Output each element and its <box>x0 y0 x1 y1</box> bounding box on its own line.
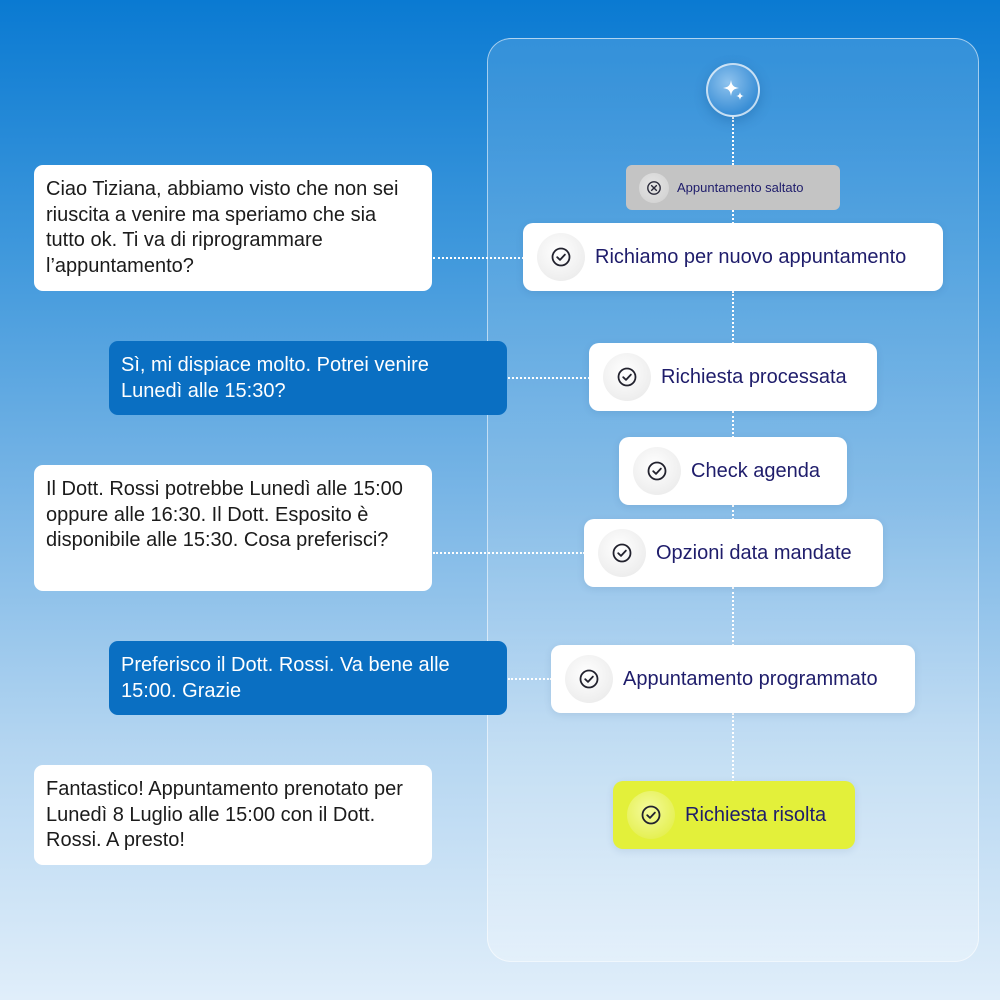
user-message-1: Sì, mi dispiace molto. Potrei venire Lun… <box>109 341 507 415</box>
check-circle-icon <box>627 791 675 839</box>
agent-message-2: Il Dott. Rossi potrebbe Lunedì alle 15:0… <box>34 465 432 591</box>
agent-message-3: Fantastico! Appuntamento prenotato per L… <box>34 765 432 865</box>
connector <box>732 505 734 520</box>
check-circle-icon <box>603 353 651 401</box>
check-circle-icon <box>633 447 681 495</box>
step-appuntamento-saltato: Appuntamento saltato <box>626 165 840 210</box>
step-check-agenda: Check agenda <box>619 437 847 505</box>
check-circle-icon <box>537 233 585 281</box>
step-richiesta-risolta: Richiesta risolta <box>613 781 855 849</box>
agent-message-1: Ciao Tiziana, abbiamo visto che non sei … <box>34 165 432 291</box>
connector <box>508 678 552 680</box>
connector <box>732 291 734 344</box>
check-circle-icon <box>598 529 646 577</box>
step-label: Appuntamento saltato <box>677 180 804 195</box>
step-label: Richiesta processata <box>661 365 847 388</box>
user-message-2: Preferisco il Dott. Rossi. Va bene alle … <box>109 641 507 715</box>
step-opzioni-data: Opzioni data mandate <box>584 519 883 587</box>
connector <box>732 411 734 438</box>
connector <box>732 117 734 165</box>
step-label: Appuntamento programmato <box>623 667 878 690</box>
connector <box>433 552 585 554</box>
step-label: Check agenda <box>691 459 820 482</box>
connector <box>732 210 734 224</box>
step-richiamo: Richiamo per nuovo appuntamento <box>523 223 943 291</box>
connector <box>732 587 734 646</box>
connector <box>433 257 524 259</box>
step-appuntamento-programmato: Appuntamento programmato <box>551 645 915 713</box>
step-label: Richiamo per nuovo appuntamento <box>595 245 907 268</box>
connector <box>732 713 734 782</box>
x-circle-icon <box>639 172 669 203</box>
sparkle-icon <box>706 63 760 117</box>
check-circle-icon <box>565 655 613 703</box>
connector <box>508 377 590 379</box>
step-richiesta-processata: Richiesta processata <box>589 343 877 411</box>
step-label: Opzioni data mandate <box>656 541 852 564</box>
step-label: Richiesta risolta <box>685 803 827 826</box>
